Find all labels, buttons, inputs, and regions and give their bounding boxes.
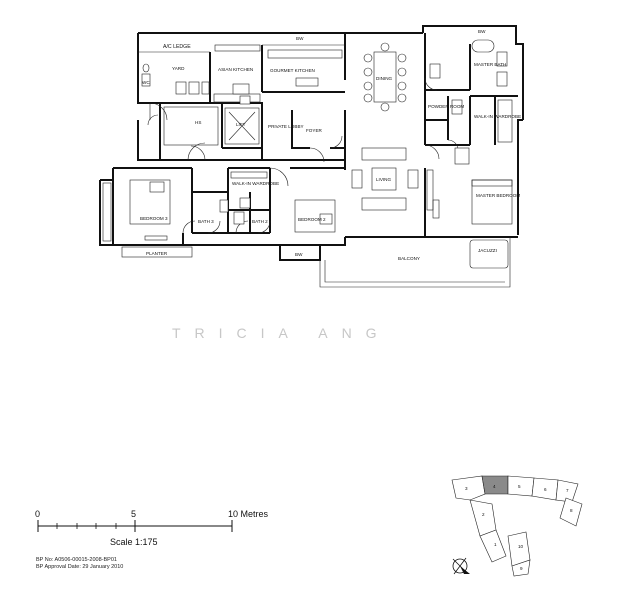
bp-number: BP No: A0506-00015-2008-BP01 xyxy=(36,557,117,563)
label-bath-3: BATH 3 xyxy=(198,219,214,224)
label-bw-top-left: BW xyxy=(296,36,304,41)
label-bedroom-3: BEDROOM 3 xyxy=(140,216,168,221)
label-bw-top-right: BW xyxy=(478,29,486,34)
svg-text:10: 10 xyxy=(518,544,524,549)
label-hs: HS xyxy=(195,120,201,125)
svg-text:4: 4 xyxy=(493,484,496,489)
label-jacuzzi: JACUZZI xyxy=(478,248,497,253)
label-lift: LIFT xyxy=(236,122,246,127)
svg-text:8: 8 xyxy=(570,508,573,513)
label-asian-kitchen: ASIAN KITCHEN xyxy=(218,67,253,72)
svg-text:3: 3 xyxy=(465,486,468,491)
fixtures xyxy=(102,39,513,269)
watermark: TRICIA ANG xyxy=(172,325,391,341)
bp-approval-date: BP Approval Date: 29 January 2010 xyxy=(36,564,124,570)
label-living: LIVING xyxy=(376,177,391,182)
svg-text:7: 7 xyxy=(566,488,569,493)
label-foyer: FOYER xyxy=(306,128,323,133)
label-wc: WC xyxy=(142,80,150,85)
scale-tick-5: 5 xyxy=(131,509,136,519)
label-walk-in-wardrobe-2: WALK-IN WARDROBE xyxy=(232,181,279,186)
svg-text:9: 9 xyxy=(520,566,523,571)
label-balcony: BALCONY xyxy=(398,256,420,261)
interior-walls xyxy=(138,44,518,234)
scale-caption: Scale 1:175 xyxy=(110,537,158,547)
label-yard: YARD xyxy=(172,66,185,71)
north-arrow-icon xyxy=(452,557,470,575)
doors xyxy=(147,77,459,234)
svg-text:1: 1 xyxy=(494,542,497,547)
label-gourmet-kitchen: GOURMET KITCHEN xyxy=(270,68,315,73)
label-master-bedroom: MASTER BEDROOM xyxy=(476,193,520,198)
label-master-bath: MASTER BATH xyxy=(474,62,506,67)
label-bw-bottom: BW xyxy=(295,252,303,257)
label-walk-in-wardrobe-master: WALK-IN WARDROBE xyxy=(474,114,521,119)
label-planter: PLANTER xyxy=(146,251,168,256)
label-dining: DINING xyxy=(376,76,393,81)
label-ac-ledge: A/C LEDGE xyxy=(163,44,191,50)
label-bath-2: BATH 2 xyxy=(252,219,268,224)
scale-tick-0: 0 xyxy=(35,509,40,519)
key-plan: 3 4 5 6 7 8 2 1 10 9 xyxy=(451,475,583,577)
scale-tick-10: 10 Metres xyxy=(228,509,269,519)
label-powder-room: POWDER ROOM xyxy=(428,104,464,109)
outer-walls xyxy=(99,25,524,288)
room-labels: A/C LEDGE YARD WC ASIAN KITCHEN GOURMET … xyxy=(140,29,521,261)
label-private-lobby: PRIVATE LOBBY xyxy=(268,124,304,129)
svg-text:5: 5 xyxy=(518,484,521,489)
scale-bar: 0 5 10 Metres Scale 1:175 xyxy=(35,509,269,547)
label-bedroom-2: BEDROOM 2 xyxy=(298,217,326,222)
svg-text:2: 2 xyxy=(482,512,485,517)
svg-text:6: 6 xyxy=(544,487,547,492)
